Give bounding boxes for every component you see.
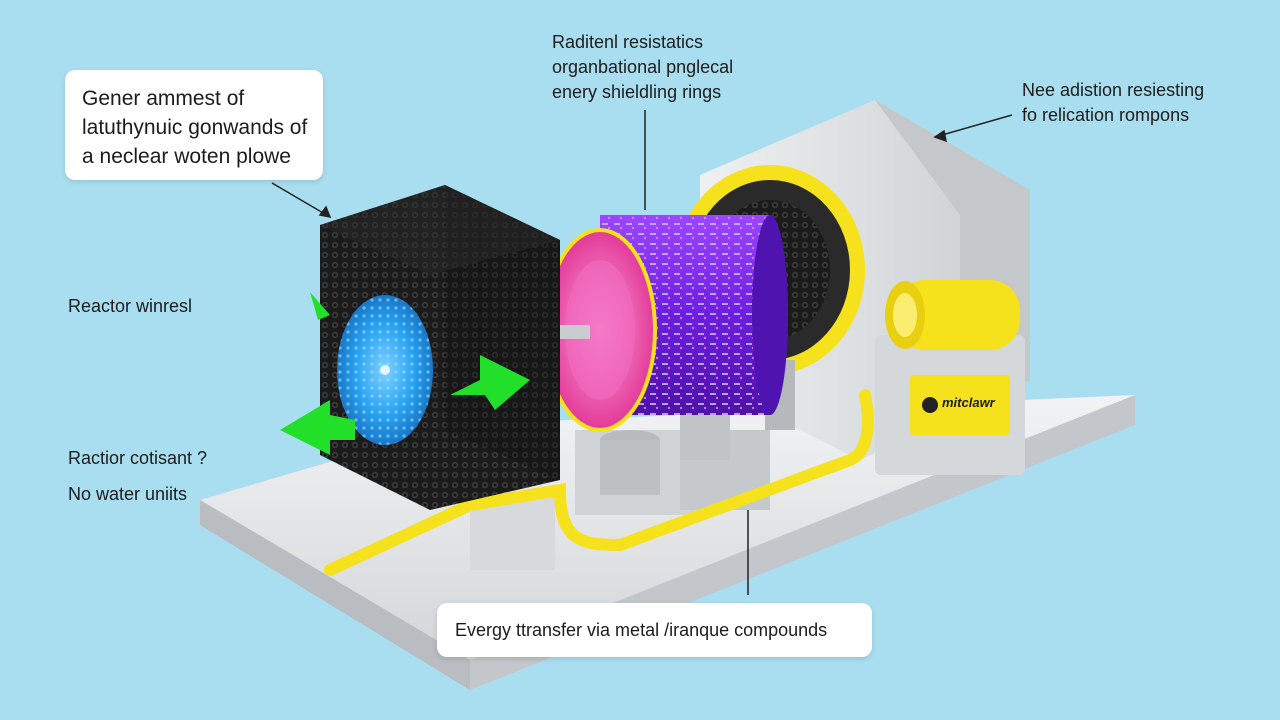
callout-bottom: Evergy ttransfer via metal /iranque comp… (455, 620, 828, 640)
yellow-motor (875, 280, 1025, 475)
callout-top-center-line-2: organbational pnglecal (552, 57, 734, 77)
callout-top-center-line-1: Raditenl resistatics (552, 32, 704, 52)
callout-top-right-line-2: fo relication rompons (1022, 105, 1190, 125)
callout-top-right-line-1: Nee adistion resiesting (1022, 80, 1205, 100)
callout-top-right: Nee adistion resiesting fo relication ro… (1022, 78, 1204, 128)
label-coolant: Ractior cotisant ? (68, 448, 208, 468)
leader-lines (271, 110, 1013, 595)
callout-top-center-line-3: enery shieldling rings (552, 82, 722, 102)
arrow-left-icon (280, 400, 355, 455)
callout-top-left: Gener ammest of latuthynuic gonwands of … (82, 84, 307, 171)
shield-cube (320, 185, 560, 510)
callout-top-center: Raditenl resistatics organbational pngle… (552, 30, 733, 105)
callout-box-top-left (65, 70, 323, 180)
callout-top-left-line-1: Gener ammest of (82, 87, 245, 110)
label-reactor: Reactor winresl (68, 296, 193, 316)
arrow-small-icon (310, 292, 330, 320)
arrow-right-icon (450, 355, 530, 410)
callout-box-bottom (437, 603, 872, 657)
label-no-water: No water uniits (68, 484, 188, 504)
device-badge-label: mitclawr (942, 395, 995, 410)
reactor-core (543, 215, 788, 432)
yellow-pipe (324, 389, 874, 576)
callout-top-left-line-3: a neclear woten plowe (82, 145, 291, 168)
badge-logo-icon (922, 397, 938, 413)
callout-top-left-line-2: latuthynuic gonwands of (82, 116, 308, 139)
